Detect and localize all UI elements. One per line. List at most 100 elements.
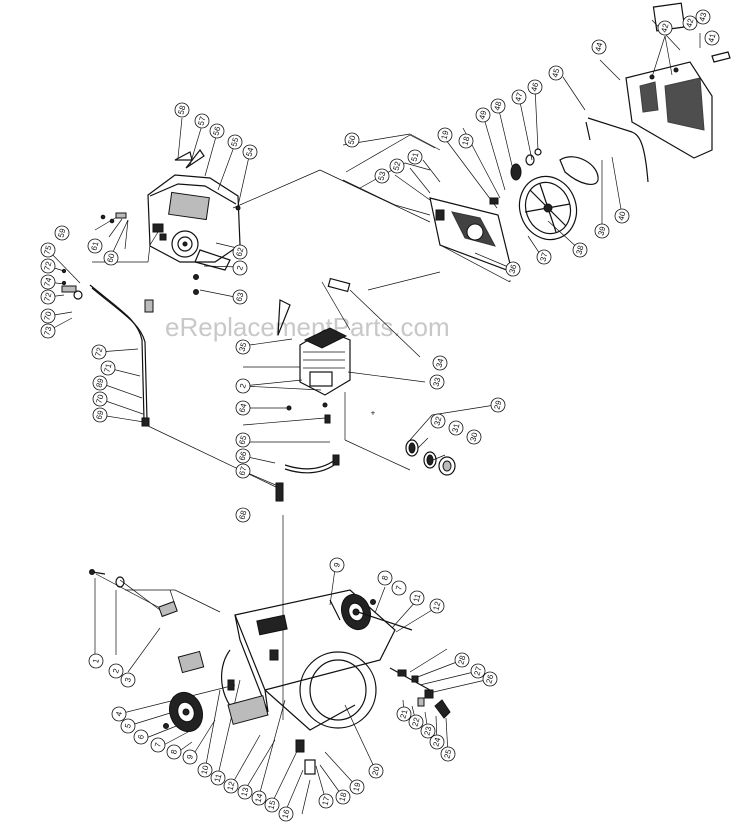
callout-63: 63 (232, 289, 248, 305)
callout-number: 5 (123, 722, 133, 729)
callout-17: 17 (318, 793, 334, 809)
callout-73: 73 (40, 323, 56, 339)
callout-38: 38 (572, 242, 588, 258)
callout-1: 1 (88, 653, 104, 669)
callout-circle (429, 374, 445, 390)
bolt-washer (89, 569, 125, 588)
callout-number: 47 (514, 91, 525, 102)
callout-number: 74 (43, 276, 54, 287)
callout-circle (591, 39, 607, 55)
callout-number: 57 (197, 115, 208, 126)
callout-circle (88, 653, 104, 669)
callout-number: 75 (43, 244, 54, 255)
callout-number: 18 (338, 791, 349, 802)
svg-text:+: + (371, 409, 376, 418)
callout-circle (235, 448, 251, 464)
callout-number: 6 (136, 733, 146, 740)
callout-number: 19 (440, 129, 451, 140)
callout-42: 42 (657, 20, 673, 36)
callout-61: 61 (87, 238, 103, 254)
callout-circle (100, 360, 116, 376)
air-filter-assembly: + (371, 409, 456, 476)
callout-circle (223, 778, 239, 794)
callout-51: 51 (407, 149, 423, 165)
callout-circle (377, 570, 393, 586)
callout-36: 36 (505, 261, 521, 277)
callout-circle (237, 784, 253, 800)
callout-number: 15 (267, 799, 278, 810)
callout-number: 36 (508, 263, 519, 274)
callout-number: 2 (238, 382, 248, 389)
callout-number: 37 (539, 251, 550, 262)
callout-circle (40, 308, 56, 324)
callout-60: 60 (103, 250, 119, 266)
callout-circle (108, 663, 124, 679)
callout-circle (482, 671, 498, 687)
callout-circle (432, 355, 448, 371)
callout-6: 6 (133, 729, 149, 745)
callout-circle (232, 289, 248, 305)
callout-circle (657, 20, 673, 36)
callout-circle (235, 507, 251, 523)
callout-number: 10 (200, 764, 211, 775)
callout-number: 51 (410, 151, 421, 162)
callout-number: 3 (123, 676, 133, 683)
callout-18: 18 (335, 789, 351, 805)
callout-11: 11 (409, 590, 425, 606)
callout-circle (40, 242, 56, 258)
callout-number: 72 (43, 291, 54, 302)
callout-circle (458, 133, 474, 149)
callout-28: 28 (454, 652, 470, 668)
callout-number: 7 (153, 741, 163, 748)
callout-number: 33 (432, 376, 443, 387)
callout-circle (466, 429, 482, 445)
callout-34: 34 (432, 355, 448, 371)
callout-13: 13 (237, 784, 253, 800)
callout-number: 34 (435, 357, 446, 368)
callout-number: 8 (380, 574, 390, 581)
callout-7: 7 (391, 580, 407, 596)
callout-number: 58 (177, 104, 188, 115)
callout-circle (490, 397, 506, 413)
callout-number: 67 (238, 465, 249, 476)
callout-number: 30 (469, 431, 480, 442)
callout-15: 15 (264, 797, 280, 813)
callout-20: 20 (368, 763, 384, 779)
callout-29: 29 (490, 397, 506, 413)
callout-number: 46 (530, 81, 541, 92)
callout-number: 27 (473, 665, 484, 676)
callout-62: 62 (232, 244, 248, 260)
callout-circle (182, 749, 198, 765)
callout-number: 72 (94, 346, 105, 357)
callout-number: 69 (95, 409, 106, 420)
hose-assembly (61, 212, 154, 427)
callout-number: 89 (95, 377, 106, 388)
callout-number: 40 (617, 210, 628, 221)
callout-number: 39 (597, 225, 608, 236)
callout-circle (614, 208, 630, 224)
callout-48: 48 (490, 98, 506, 114)
axle (357, 611, 413, 631)
callout-circle (374, 168, 390, 184)
callout-number: 2 (235, 264, 245, 271)
callout-number: 23 (423, 725, 434, 736)
callout-number: 25 (443, 748, 454, 759)
callout-circle (368, 763, 384, 779)
callout-circle (235, 339, 251, 355)
callout-circle (548, 65, 564, 81)
callout-number: 19 (352, 781, 363, 792)
callout-number: 14 (254, 792, 265, 803)
callout-circle (278, 806, 294, 822)
callout-circle (454, 652, 470, 668)
callout-19: 19 (437, 127, 453, 143)
air-tank-frame (125, 589, 396, 775)
callout-number: 62 (235, 246, 246, 257)
callout-8: 8 (166, 744, 182, 760)
callout-89: 89 (92, 375, 108, 391)
callout-circle (209, 123, 225, 139)
callout-12: 12 (223, 778, 239, 794)
callout-9: 9 (182, 749, 198, 765)
callout-circle (527, 79, 543, 95)
belt-guard-bracket (345, 134, 436, 189)
callout-5: 5 (120, 718, 136, 734)
